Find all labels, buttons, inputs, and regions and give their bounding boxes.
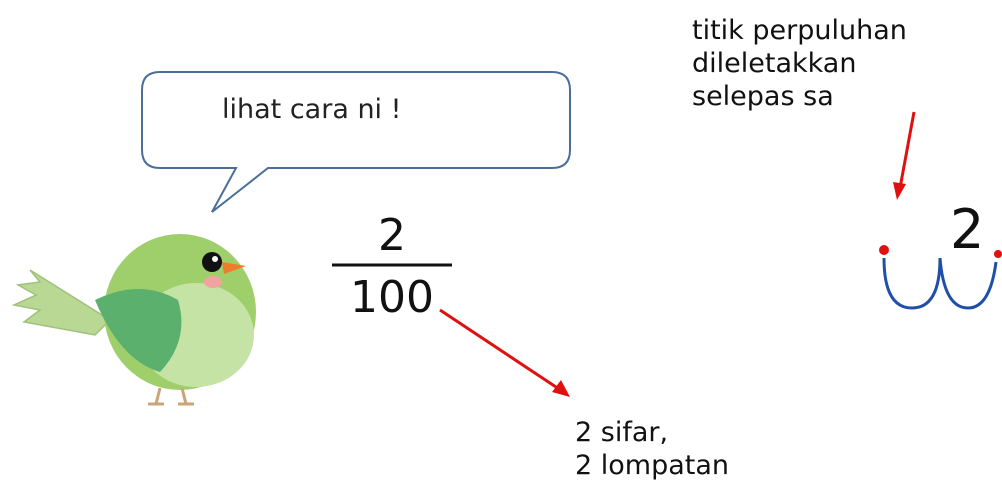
zeros-note: 2 sifar, 2 lompatan xyxy=(575,416,729,482)
decimal-note-line3: selepas sa xyxy=(692,81,834,112)
fraction-numerator: 2 xyxy=(378,210,406,261)
fraction-denominator: 100 xyxy=(350,272,434,323)
decimal-note-line2: dileletakkan xyxy=(692,48,857,79)
zeros-note-line2: 2 lompatan xyxy=(575,450,730,481)
decimal-point-dot xyxy=(879,245,889,255)
decimal-note-line1: titik perpuluhan xyxy=(692,15,907,46)
decimal-note: titik perpuluhan dileletakkan selepas sa xyxy=(692,14,907,113)
zeros-note-line1: 2 sifar, xyxy=(575,417,669,448)
speech-bubble-text: lihat cara ni ! xyxy=(222,94,402,125)
shifted-digit: 2 xyxy=(950,198,985,261)
